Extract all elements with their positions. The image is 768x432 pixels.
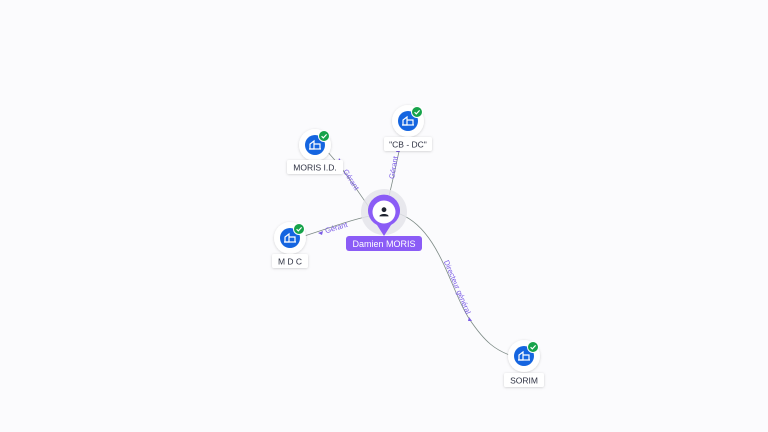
person-icon bbox=[379, 207, 389, 217]
relation-label-mdc: Gérant bbox=[324, 220, 349, 236]
building-icon bbox=[309, 139, 321, 150]
company-label: "CB - DC" bbox=[389, 140, 427, 150]
person-node[interactable]: Damien MORIS bbox=[346, 189, 422, 251]
edge-sorim[interactable] bbox=[399, 213, 513, 357]
building-icon bbox=[284, 232, 296, 243]
company-label: M D C bbox=[278, 257, 302, 267]
arrow-mdc bbox=[318, 231, 323, 235]
building-icon bbox=[402, 115, 414, 126]
verified-badge-icon bbox=[318, 130, 330, 142]
company-node-cb-dc[interactable]: "CB - DC" bbox=[384, 105, 432, 151]
edge-labels: Gérant Gérant Gérant Directeur général bbox=[324, 155, 473, 316]
company-node-mdc[interactable]: M D C bbox=[272, 222, 308, 268]
verified-badge-icon bbox=[293, 223, 305, 235]
company-node-sorim[interactable]: SORIM bbox=[504, 340, 544, 387]
relation-label-moris-id: Gérant bbox=[341, 168, 361, 193]
company-node-moris-id[interactable]: MORIS I.D. bbox=[287, 129, 343, 174]
company-label: MORIS I.D. bbox=[293, 163, 336, 173]
person-label: Damien MORIS bbox=[352, 239, 415, 249]
arrow-sorim bbox=[468, 317, 472, 321]
verified-badge-icon bbox=[527, 341, 539, 353]
relation-label-cb-dc: Gérant bbox=[387, 155, 400, 180]
building-icon bbox=[518, 350, 530, 361]
company-label: SORIM bbox=[510, 376, 538, 386]
relation-label-sorim: Directeur général bbox=[442, 259, 473, 316]
verified-badge-icon bbox=[411, 106, 423, 118]
